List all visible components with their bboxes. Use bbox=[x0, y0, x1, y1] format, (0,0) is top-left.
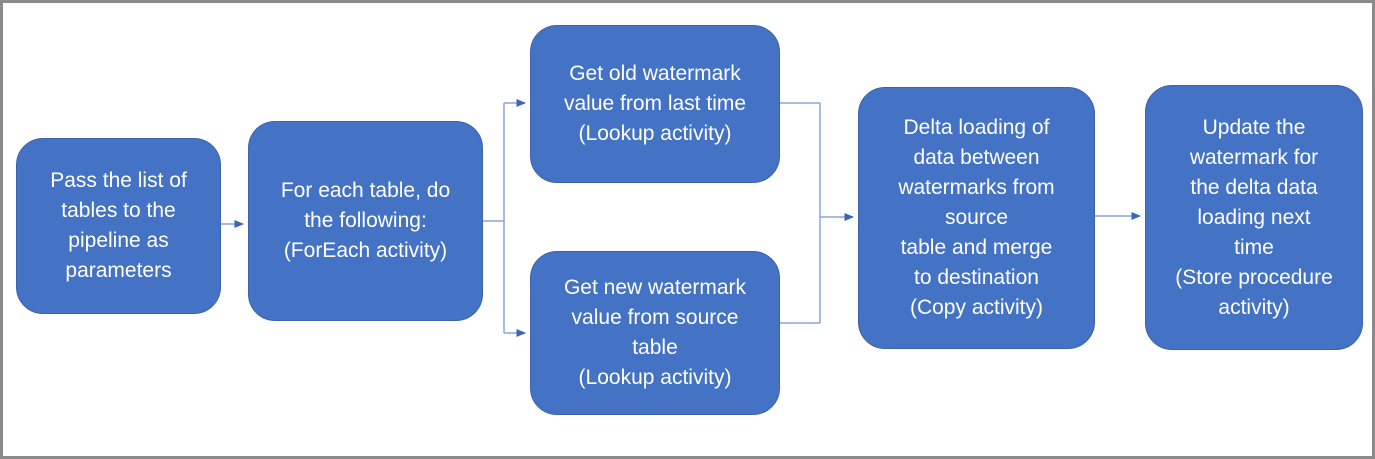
connector-layer bbox=[221, 99, 1141, 337]
node-update-watermark-label: Update the watermark for the delta data … bbox=[1175, 115, 1333, 319]
node-delta-loading: Delta loading of data between watermarks… bbox=[858, 87, 1095, 349]
node-get-old-watermark-label: Get old watermark value from last time (… bbox=[563, 62, 747, 145]
connector-foreach-branch bbox=[483, 103, 505, 333]
node-update-watermark: Update the watermark for the delta data … bbox=[1145, 85, 1363, 350]
node-foreach-label: For each table, do the following: (ForEa… bbox=[280, 179, 451, 262]
node-pass-tables-label: Pass the list of tables to the pipeline … bbox=[50, 169, 187, 282]
node-foreach: For each table, do the following: (ForEa… bbox=[248, 121, 483, 321]
node-get-new-watermark-label: Get new watermark value from source tabl… bbox=[563, 276, 747, 389]
node-get-new-watermark: Get new watermark value from source tabl… bbox=[530, 251, 780, 415]
node-delta-loading-label: Delta loading of data between watermarks… bbox=[898, 116, 1055, 319]
node-pass-tables: Pass the list of tables to the pipeline … bbox=[16, 138, 221, 314]
node-get-old-watermark: Get old watermark value from last time (… bbox=[530, 25, 780, 183]
